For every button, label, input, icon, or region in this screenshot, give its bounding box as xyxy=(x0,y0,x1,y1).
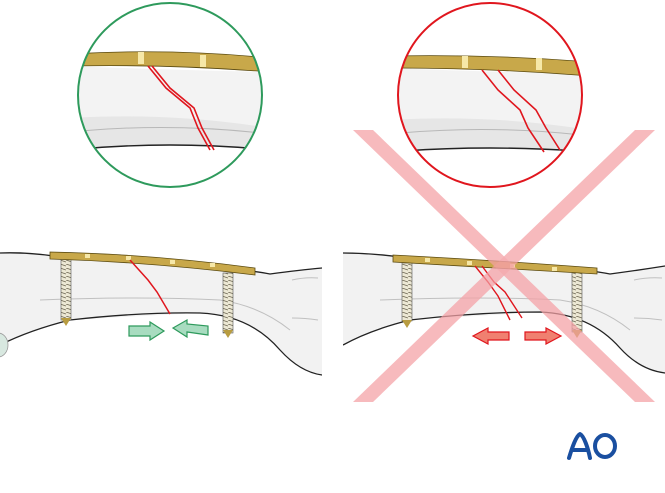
magnifier-border-red xyxy=(397,2,583,188)
bone-plate xyxy=(49,251,256,276)
right-bone-panel xyxy=(343,252,665,374)
compression-arrow-right xyxy=(128,320,166,342)
left-bone-panel xyxy=(0,251,322,376)
fracture-line xyxy=(129,259,171,315)
magnifier-border-green xyxy=(77,2,263,188)
gap-arrow-right xyxy=(524,327,563,345)
screw-right xyxy=(222,272,234,334)
screw-left xyxy=(60,257,72,321)
gap-arrow-left xyxy=(471,327,510,345)
incorrect-cross-mark xyxy=(353,130,655,402)
ao-logo xyxy=(567,432,617,460)
left-magnifier xyxy=(77,2,263,188)
compression-arrow-left xyxy=(171,318,209,339)
right-magnifier xyxy=(397,2,583,188)
